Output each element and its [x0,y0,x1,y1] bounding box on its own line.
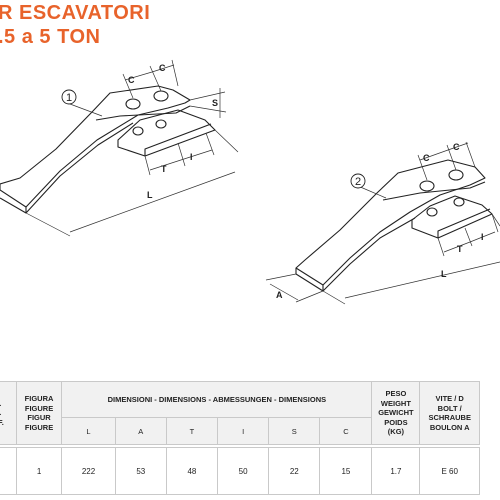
dim-label-c: C [423,153,430,163]
dim-label-c: C [128,75,135,85]
cell-a: 53 [114,447,167,495]
cell-i: 50 [217,447,270,495]
dim-label-s: S [212,98,218,108]
dim-label-c: C [159,63,166,73]
dim-label-a: A [276,290,283,300]
cell-ref [0,447,17,495]
dim-label-t: T [457,244,463,254]
dim-label-i: I [190,152,193,162]
tooth-drawing-1 [0,85,216,214]
cell-bolt: E 60 [419,447,480,495]
dim-label-l: L [441,269,447,279]
dim-column-l: L [61,417,116,445]
figure-number-1: 1 [66,92,72,104]
cell-s: 22 [268,447,321,495]
cell-weight: 1.7 [371,447,421,495]
dim-label-l: L [147,190,153,200]
dim-label-c: C [453,142,460,152]
dimensions-header: DIMENSIONI - DIMENSIONS - ABMESSUNGEN - … [61,381,373,418]
cell-t: 48 [165,447,219,495]
dim-column-s: S [268,417,321,445]
ref-header: F. F. EF. [0,381,17,445]
technical-drawing: 1 2 C C S T I L C C T I L A [0,59,500,305]
dim-column-t: T [165,417,219,445]
dim-label-t: T [161,164,167,174]
catalog-title-line-2: .5 a 5 TON [0,26,101,48]
bolt-header: VITE / D BOLT / SCHRAUBE BOULON A [419,381,480,445]
dim-column-i: I [217,417,270,445]
dim-column-c: C [319,417,373,445]
tooth-drawing-2 [295,159,493,292]
table-row: 1 222 53 48 50 22 15 1.7 E 60 [0,447,480,495]
cell-figure: 1 [15,447,63,495]
catalog-title-line-1: R ESCAVATORI [0,2,151,24]
weight-header: PESO WEIGHT GEWICHT POIDS (KG) [371,381,421,445]
figure-header: FIGURA FIGURE FIGUR FIGURE [15,381,63,445]
figure-number-2: 2 [355,176,361,188]
cell-c: 15 [319,447,373,495]
dim-column-a: A [114,417,167,445]
dim-label-i: I [481,232,484,242]
cell-l: 222 [61,447,116,495]
specification-table: F. F. EF. FIGURA FIGURE FIGUR FIGURE DIM… [0,381,480,495]
